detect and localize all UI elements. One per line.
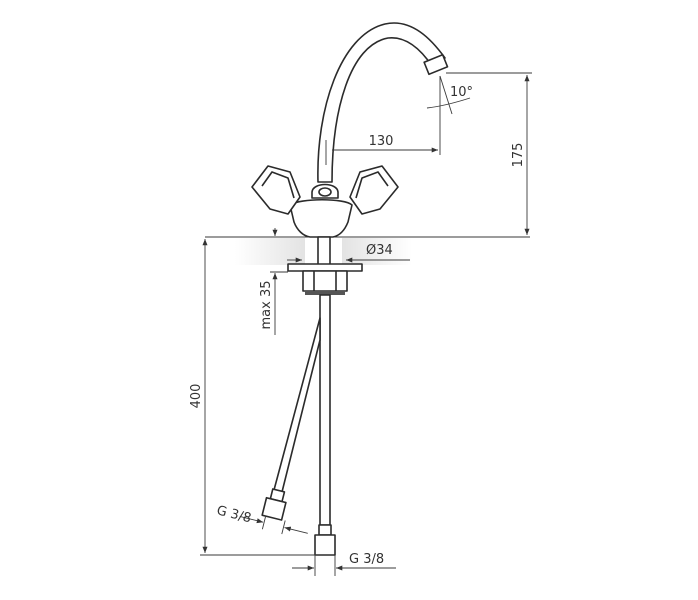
faucet-body <box>289 183 353 238</box>
dim-max-countertop: max 35 <box>259 228 288 335</box>
label-130: 130 <box>369 134 394 149</box>
dim-hose-length: 400 <box>189 239 316 556</box>
label-175: 175 <box>511 143 526 168</box>
dim-spout-reach: 130 <box>325 76 441 165</box>
countertop <box>205 236 530 265</box>
straight-hose <box>314 294 336 556</box>
spout <box>317 22 449 183</box>
dim-thread-left: G 3/8 <box>215 503 308 535</box>
dim-hole-diameter: Ø34 <box>287 243 410 263</box>
angled-hose <box>261 317 321 521</box>
label-g38-left: G 3/8 <box>215 503 253 526</box>
label-10deg: 10° <box>450 85 473 100</box>
mounting-assembly <box>287 236 363 295</box>
dim-thread-right: G 3/8 <box>292 552 396 576</box>
aerator <box>423 53 449 76</box>
label-g38-right: G 3/8 <box>349 552 384 567</box>
right-handle <box>349 165 399 215</box>
label-max-35: max 35 <box>259 281 274 330</box>
left-handle <box>251 165 301 215</box>
label-diameter-34: Ø34 <box>366 243 393 258</box>
dim-spout-height: 175 <box>446 72 532 235</box>
label-400: 400 <box>189 384 204 409</box>
dim-spout-angle: 10° <box>426 75 473 115</box>
